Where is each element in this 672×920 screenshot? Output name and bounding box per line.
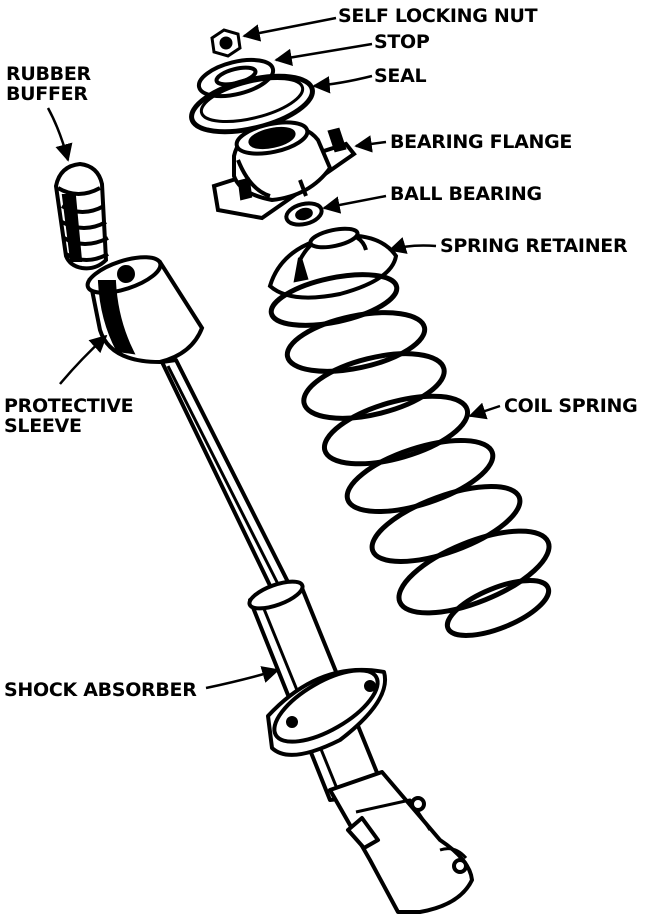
shock-absorber-part <box>160 358 474 914</box>
leader-shock-absorber <box>205 666 280 690</box>
leader-coil-spring <box>468 402 501 420</box>
leader-protective-sleeve <box>59 334 108 385</box>
label-bearing-flange: BEARING FLANGE <box>390 131 573 153</box>
leader-spring-retainer <box>388 237 437 254</box>
leader-self-locking-nut <box>242 16 337 42</box>
rubber-buffer-part <box>53 161 109 271</box>
label-spring-retainer: SPRING RETAINER <box>440 235 628 257</box>
label-self-locking-nut: SELF LOCKING NUT <box>338 5 538 27</box>
label-seal: SEAL <box>374 65 427 87</box>
spring-retainer-part <box>267 226 399 300</box>
label-stop: STOP <box>374 31 430 53</box>
label-protective-sleeve-line1: PROTECTIVE <box>4 395 134 417</box>
leader-lines <box>46 16 501 690</box>
leader-stop <box>274 42 373 67</box>
label-protective-sleeve-line2: SLEEVE <box>4 415 82 437</box>
bearing-flange-part <box>211 120 357 221</box>
lower-housing <box>328 770 474 914</box>
label-coil-spring: COIL SPRING <box>504 395 638 417</box>
leader-bearing-flange <box>354 135 387 153</box>
protective-sleeve-part <box>85 255 205 365</box>
ball-bearing-part <box>284 201 324 227</box>
leader-rubber-buffer <box>46 107 73 162</box>
leader-ball-bearing <box>322 194 387 214</box>
self-locking-nut-part <box>210 28 242 58</box>
label-rubber-buffer-line1: RUBBER <box>6 63 91 85</box>
label-ball-bearing: BALL BEARING <box>390 183 542 205</box>
leader-seal <box>312 74 373 94</box>
label-shock-absorber: SHOCK ABSORBER <box>4 679 197 701</box>
stop-part <box>196 57 276 99</box>
label-rubber-buffer-line2: BUFFER <box>6 83 88 105</box>
coil-spring-part <box>268 272 552 638</box>
